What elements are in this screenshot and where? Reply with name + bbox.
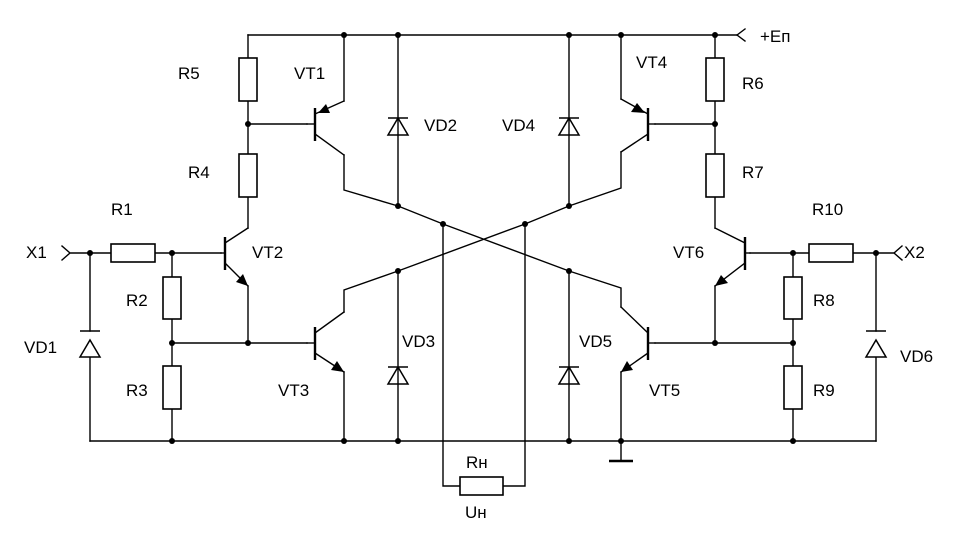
junction-dot: [169, 438, 175, 444]
input-x1-label: X1: [26, 243, 47, 262]
label-R4: R4: [188, 163, 210, 182]
label-VT3: VT3: [278, 381, 309, 400]
label-R9: R9: [813, 381, 835, 400]
label-VD4: VD4: [502, 116, 535, 135]
junction-dot: [712, 121, 718, 127]
junction-dot: [618, 32, 624, 38]
junction-dot: [341, 438, 347, 444]
resistor-R9: [783, 365, 803, 410]
junction-dot: [245, 340, 251, 346]
label-R7: R7: [742, 163, 764, 182]
label-R8: R8: [813, 291, 835, 310]
diodes: [78, 116, 888, 385]
resistor-R4: [238, 153, 258, 198]
junction-dot: [245, 121, 251, 127]
resistor-R1: [110, 243, 156, 263]
diode-VD5: [557, 365, 581, 385]
junction-dot: [566, 32, 572, 38]
transistor-VT3: [306, 311, 345, 373]
resistor-R7: [705, 153, 725, 198]
junction-dot: [440, 221, 446, 227]
junction-dot: [566, 438, 572, 444]
transistor-VT2: [220, 227, 249, 287]
diode-VD4: [557, 116, 581, 136]
transistor-VT6: [714, 227, 751, 287]
resistors: [110, 57, 854, 496]
junction-dot: [169, 340, 175, 346]
label-R6: R6: [742, 74, 764, 93]
transistors: [220, 98, 751, 373]
load-voltage-label: Uн: [465, 503, 487, 522]
diode-VD2: [386, 116, 410, 136]
junction-dot: [341, 32, 347, 38]
resistor-R5: [238, 57, 258, 102]
label-VT1: VT1: [294, 64, 325, 83]
label-VD3: VD3: [402, 332, 435, 351]
junction-dot: [395, 268, 401, 274]
diode-VD1: [78, 330, 102, 358]
junction-dot: [790, 438, 796, 444]
supply-label: +Eп: [760, 27, 790, 46]
label-R1: R1: [111, 200, 133, 219]
label-VT5: VT5: [649, 381, 680, 400]
label-VT4: VT4: [636, 53, 667, 72]
junction-dot: [169, 250, 175, 256]
junction-dot: [873, 250, 879, 256]
label-VD5: VD5: [579, 332, 612, 351]
label-VD1: VD1: [24, 338, 57, 357]
junction-dot: [566, 268, 572, 274]
label-R10: R10: [812, 200, 843, 219]
junction-dot: [566, 203, 572, 209]
junction-dot: [87, 250, 93, 256]
label-R3: R3: [126, 381, 148, 400]
input-x2-label: X2: [904, 243, 925, 262]
junction-dot: [712, 32, 718, 38]
junction-dot: [395, 32, 401, 38]
junction-dot: [395, 203, 401, 209]
junction-dot: [712, 340, 718, 346]
junction-dot: [790, 250, 796, 256]
resistor-R2: [162, 276, 182, 320]
junction-dot: [522, 221, 528, 227]
transistor-VT4: [620, 98, 656, 153]
junction-dot: [618, 438, 624, 444]
labels: +Eп X1 X2 R1 R2 R3 R4 R5 R6 R7 R8 R9 R10…: [24, 27, 933, 522]
label-R5: R5: [178, 64, 200, 83]
resistor-R6: [705, 57, 725, 102]
label-VT6: VT6: [673, 243, 704, 262]
label-VT2: VT2: [252, 243, 283, 262]
diode-VD3: [386, 365, 410, 385]
junction-dot: [790, 340, 796, 346]
label-VD6: VD6: [900, 347, 933, 366]
load-label: Rн: [466, 453, 488, 472]
junction-dot: [395, 438, 401, 444]
diode-VD6: [864, 330, 888, 358]
wires: [61, 28, 903, 487]
resistor-Rn: [459, 476, 504, 496]
transistor-VT5: [620, 306, 656, 373]
resistor-R10: [808, 243, 854, 263]
junctions: [87, 32, 879, 444]
label-R2: R2: [126, 291, 148, 310]
resistor-R8: [783, 276, 803, 320]
label-VD2: VD2: [424, 116, 457, 135]
resistor-R3: [162, 365, 182, 410]
transistor-VT1: [306, 100, 345, 156]
